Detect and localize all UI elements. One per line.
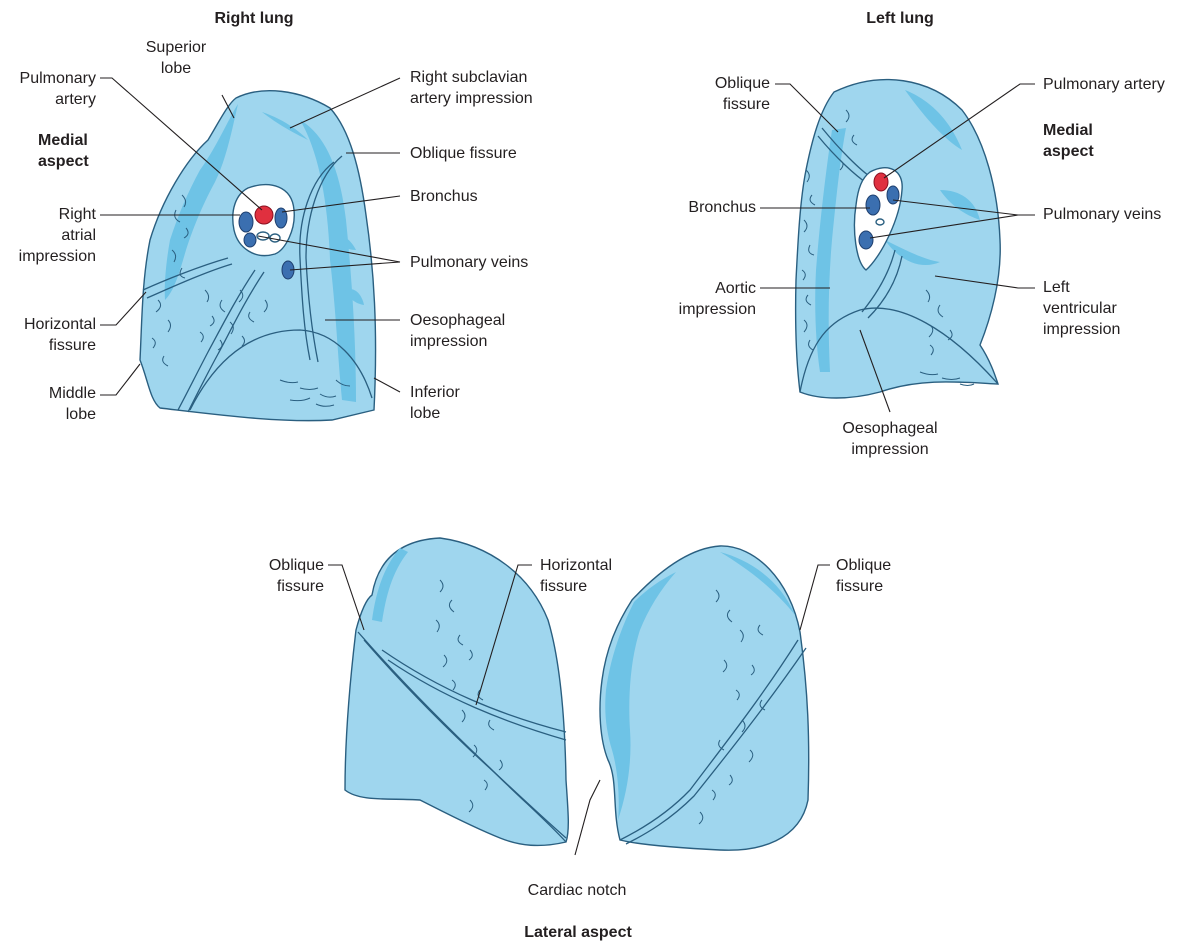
left-pulmonary-veins-label: Pulmonary veins <box>1043 204 1188 225</box>
right-horizontal-fissure-label: Horizontal fissure <box>0 314 96 356</box>
left-medial-aspect-label: Medial aspect <box>1043 120 1123 162</box>
right-oblique-fissure-label: Oblique fissure <box>410 143 570 164</box>
lateral-horizontal-fissure-label: Horizontal fissure <box>540 555 640 597</box>
left-lung-title: Left lung <box>850 8 950 29</box>
lateral-left-oblique-fissure-label: Oblique fissure <box>836 555 936 597</box>
right-atrial-impression-label: Right atrial impression <box>0 204 96 267</box>
left-pulmonary-artery-label: Pulmonary artery <box>1043 74 1188 95</box>
right-oesophageal-impression-label: Oesophageal impression <box>410 310 570 352</box>
right-lung-medial-drawing <box>140 91 376 421</box>
lateral-right-oblique-fissure-label: Oblique fissure <box>240 555 324 597</box>
inferior-lobe-label: Inferior lobe <box>410 382 570 424</box>
left-lung-medial-drawing <box>796 80 1001 398</box>
superior-lobe-label: Superior lobe <box>136 37 216 79</box>
left-ventricular-impression-label: Left ventricular impression <box>1043 277 1188 340</box>
cardiac-notch-label: Cardiac notch <box>512 880 642 901</box>
right-medial-aspect-label: Medial aspect <box>38 130 118 172</box>
left-oblique-fissure-label: Oblique fissure <box>660 73 770 115</box>
right-subclavian-label: Right subclavian artery impression <box>410 67 570 109</box>
middle-lobe-label: Middle lobe <box>0 383 96 425</box>
left-bronchus-label: Bronchus <box>660 197 756 218</box>
right-lung-title: Right lung <box>204 8 304 29</box>
right-lung-lateral-drawing <box>345 538 568 845</box>
left-oesophageal-impression-label: Oesophageal impression <box>820 418 960 460</box>
right-bronchus-label: Bronchus <box>410 186 570 207</box>
aortic-impression-label: Aortic impression <box>650 278 756 320</box>
lateral-aspect-title: Lateral aspect <box>508 922 648 943</box>
right-pulmonary-veins-label: Pulmonary veins <box>410 252 570 273</box>
right-pulmonary-artery-label: Pulmonary artery <box>0 68 96 110</box>
